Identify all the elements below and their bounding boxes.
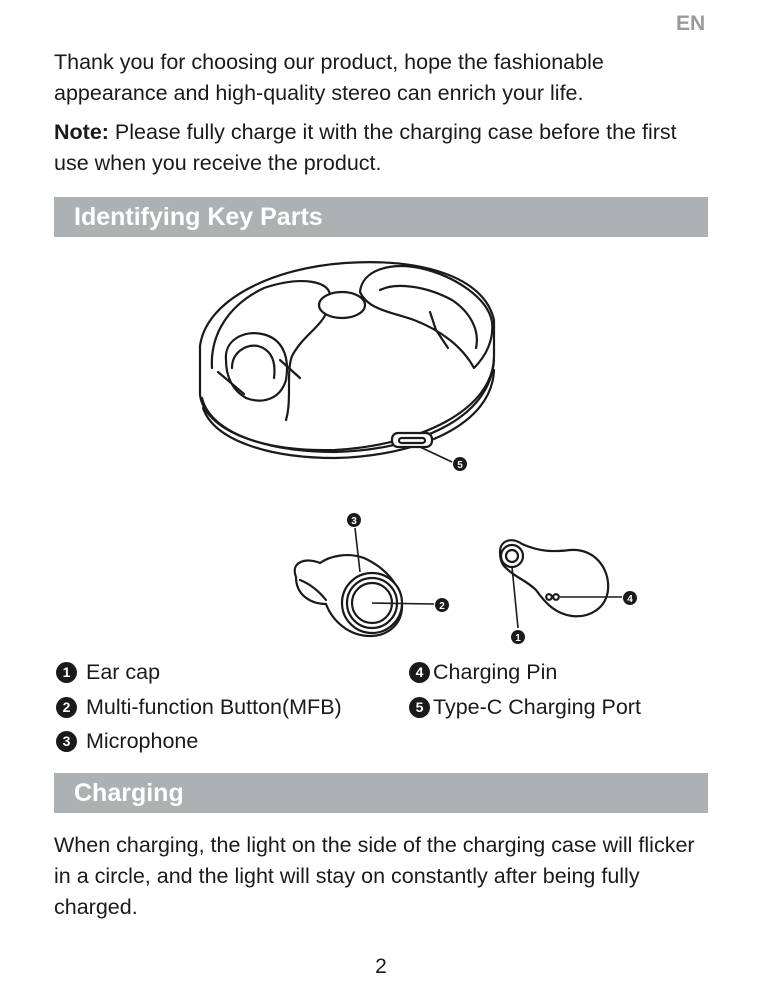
note-text: Please fully charge it with the charging… <box>54 120 677 175</box>
note-label: Note: <box>54 120 109 144</box>
callout-2-label: 2 <box>439 601 445 612</box>
earbud-front-drawing <box>293 554 404 638</box>
charging-case-drawing <box>198 261 496 460</box>
legend-label-4: Charging Pin <box>433 660 558 684</box>
section-header-key-parts: Identifying Key Parts <box>54 197 708 237</box>
legend-number-4: 4 <box>409 661 430 683</box>
legend-item-ear-cap: 1 Ear cap <box>56 658 160 686</box>
legend-item-microphone: 3 Microphone <box>56 727 198 755</box>
legend-label-5: Type-C Charging Port <box>433 695 641 719</box>
callout-line-5 <box>419 446 453 463</box>
note-paragraph: Note: Please fully charge it with the ch… <box>54 117 714 179</box>
page-number: 2 <box>375 955 387 978</box>
callout-line-1 <box>511 566 519 629</box>
product-illustration: 5 2 3 4 1 <box>198 261 637 644</box>
callout-4-label: 4 <box>627 594 633 605</box>
callout-2: 2 <box>435 598 449 612</box>
charging-paragraph: When charging, the light on the side of … <box>54 833 695 919</box>
legend-number-3: 3 <box>56 730 77 752</box>
intro-paragraph: Thank you for choosing our product, hope… <box>54 50 604 105</box>
legend-label-2: Multi-function Button(MFB) <box>86 695 342 719</box>
legend-label-1: Ear cap <box>86 660 161 684</box>
legend-label-3: Microphone <box>86 729 199 753</box>
legend-number-1: 1 <box>56 661 77 683</box>
legend-number-5: 5 <box>409 696 430 718</box>
callout-5-label: 5 <box>457 460 463 471</box>
callout-4: 4 <box>623 591 637 605</box>
callout-1: 1 <box>511 630 525 644</box>
legend-item-mfb: 2 Multi-function Button(MFB) <box>56 693 342 721</box>
language-tag: EN <box>676 12 706 35</box>
legend-number-2: 2 <box>56 696 77 718</box>
legend-item-type-c-port: 5 Type-C Charging Port <box>409 693 641 721</box>
callout-1-label: 1 <box>515 633 521 644</box>
legend-item-charging-pin: 4 Charging Pin <box>409 658 557 686</box>
callout-line-3 <box>354 527 361 573</box>
callout-3: 3 <box>347 513 361 527</box>
callout-3-label: 3 <box>351 516 357 527</box>
section-header-charging: Charging <box>54 773 708 813</box>
callout-5: 5 <box>453 457 467 471</box>
callout-line-2 <box>371 602 435 605</box>
